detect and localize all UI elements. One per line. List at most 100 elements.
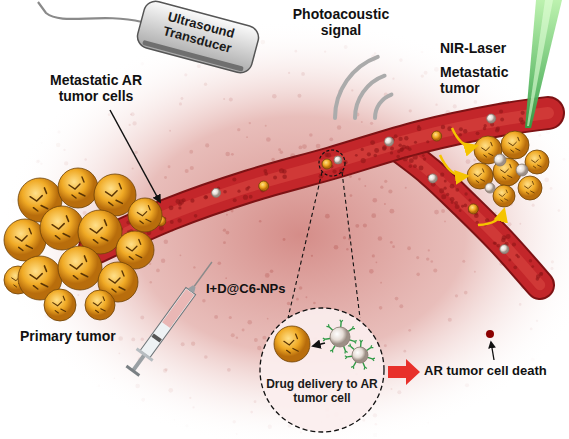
tumor-cell: [501, 131, 529, 159]
tissue-speckle: [36, 160, 40, 164]
zoom-source: [319, 150, 345, 176]
tissue-speckle: [562, 158, 565, 161]
tissue-speckle: [246, 136, 248, 138]
cell-crack: [499, 190, 508, 202]
red-blood-cell: [444, 179, 447, 182]
tissue-speckle: [409, 109, 412, 112]
tissue-speckle: [421, 74, 424, 77]
tumor-cell: [468, 204, 478, 214]
red-blood-cell: [243, 195, 248, 200]
syringe-liquid: [162, 289, 194, 328]
tissue-speckle: [229, 316, 232, 319]
tissue-speckle: [131, 338, 135, 342]
tissue-speckle: [399, 304, 403, 308]
laser-label: NIR-Laser: [440, 40, 506, 56]
ligand-stem: [332, 346, 335, 350]
red-blood-cell: [464, 192, 467, 195]
needle-hub: [188, 284, 198, 294]
tissue-speckle: [374, 52, 377, 55]
tissue-speckle: [270, 269, 274, 273]
tissue-speckle: [257, 346, 261, 350]
tissue-speckle: [191, 342, 195, 346]
tissue-speckle: [311, 255, 313, 257]
red-blood-cell: [459, 127, 463, 131]
tissue-speckle: [108, 113, 111, 116]
tissue-speckle: [371, 213, 376, 218]
tissue-speckle: [433, 269, 437, 273]
red-blood-cell: [450, 184, 455, 189]
tumor-cell: [40, 206, 84, 250]
tissue-speckle: [164, 176, 167, 179]
nanoparticle-label: I+D@C6-NPs: [206, 282, 286, 297]
ligand-arm: [372, 359, 374, 361]
nanoparticle: [330, 327, 350, 347]
tissue-speckle: [63, 149, 65, 151]
tissue-speckle: [77, 294, 79, 296]
tissue-speckle: [355, 224, 359, 228]
tissue-speckle: [169, 130, 171, 132]
red-blood-cell: [390, 147, 394, 151]
nanoparticle: [487, 114, 496, 123]
tumor-label: Metastatic tumor: [440, 64, 520, 96]
nanoparticle: [385, 137, 394, 146]
tissue-speckle: [408, 329, 411, 332]
wave-arc: [355, 76, 385, 118]
tissue-speckle: [299, 146, 303, 150]
delivery-arrow: [313, 343, 325, 346]
tissue-speckle: [466, 159, 471, 164]
tissue-speckle: [566, 331, 568, 333]
tissue-speckle: [295, 50, 298, 53]
ligand-stem: [363, 362, 365, 367]
red-blood-cell: [458, 133, 462, 137]
tissue-speckle: [296, 298, 299, 301]
tissue-speckle: [64, 161, 68, 165]
tissue-speckle: [237, 128, 240, 131]
red-blood-cell: [279, 168, 284, 173]
red-blood-cell: [413, 164, 417, 168]
tumor-cell: [518, 176, 542, 200]
red-blood-cell: [446, 193, 449, 196]
zoom-line: [342, 172, 360, 318]
tissue-speckle: [558, 209, 561, 212]
tissue-speckle: [233, 420, 236, 423]
cell-crack: [284, 334, 298, 353]
cell-crack: [106, 183, 123, 205]
tissue-speckle: [236, 433, 238, 435]
cell-crack: [532, 155, 542, 168]
tumor-cell: [44, 289, 76, 321]
tissue-speckle: [225, 277, 227, 279]
tissue-speckle: [283, 238, 286, 241]
tissue-speckle: [267, 318, 269, 320]
tissue-speckle: [544, 178, 549, 183]
blood-vessel: [95, 113, 548, 285]
red-blood-cell: [441, 194, 446, 199]
cell-crack: [501, 164, 512, 179]
nanoparticle: [428, 174, 437, 183]
tumor-cell: [4, 219, 46, 261]
cell-crack: [16, 228, 33, 250]
tissue-speckle: [297, 94, 301, 98]
nanoparticle: [485, 183, 495, 193]
red-blood-cell: [403, 156, 408, 161]
tissue-speckle: [231, 153, 234, 156]
tissue-speckle: [350, 194, 353, 197]
ligand-stem: [353, 362, 356, 366]
tissue-speckle: [530, 328, 533, 331]
cell-crack: [509, 137, 520, 152]
red-blood-cell: [232, 177, 236, 181]
tissue-speckle: [444, 221, 446, 223]
tissue-speckle: [434, 67, 439, 72]
ligand-arm: [345, 356, 347, 357]
tissue-speckle: [132, 168, 134, 170]
tissue-speckle: [168, 388, 173, 393]
tissue-speckle: [546, 130, 550, 134]
ligand-arm: [351, 366, 353, 367]
tissue-speckle: [474, 100, 478, 104]
red-blood-cell: [539, 272, 543, 276]
ligand-stem: [344, 346, 346, 351]
tissue-speckle: [325, 214, 330, 219]
red-blood-cell: [485, 218, 489, 222]
plunger-head: [151, 333, 161, 342]
tissue-speckle: [181, 342, 185, 346]
tissue-speckle: [392, 78, 394, 80]
